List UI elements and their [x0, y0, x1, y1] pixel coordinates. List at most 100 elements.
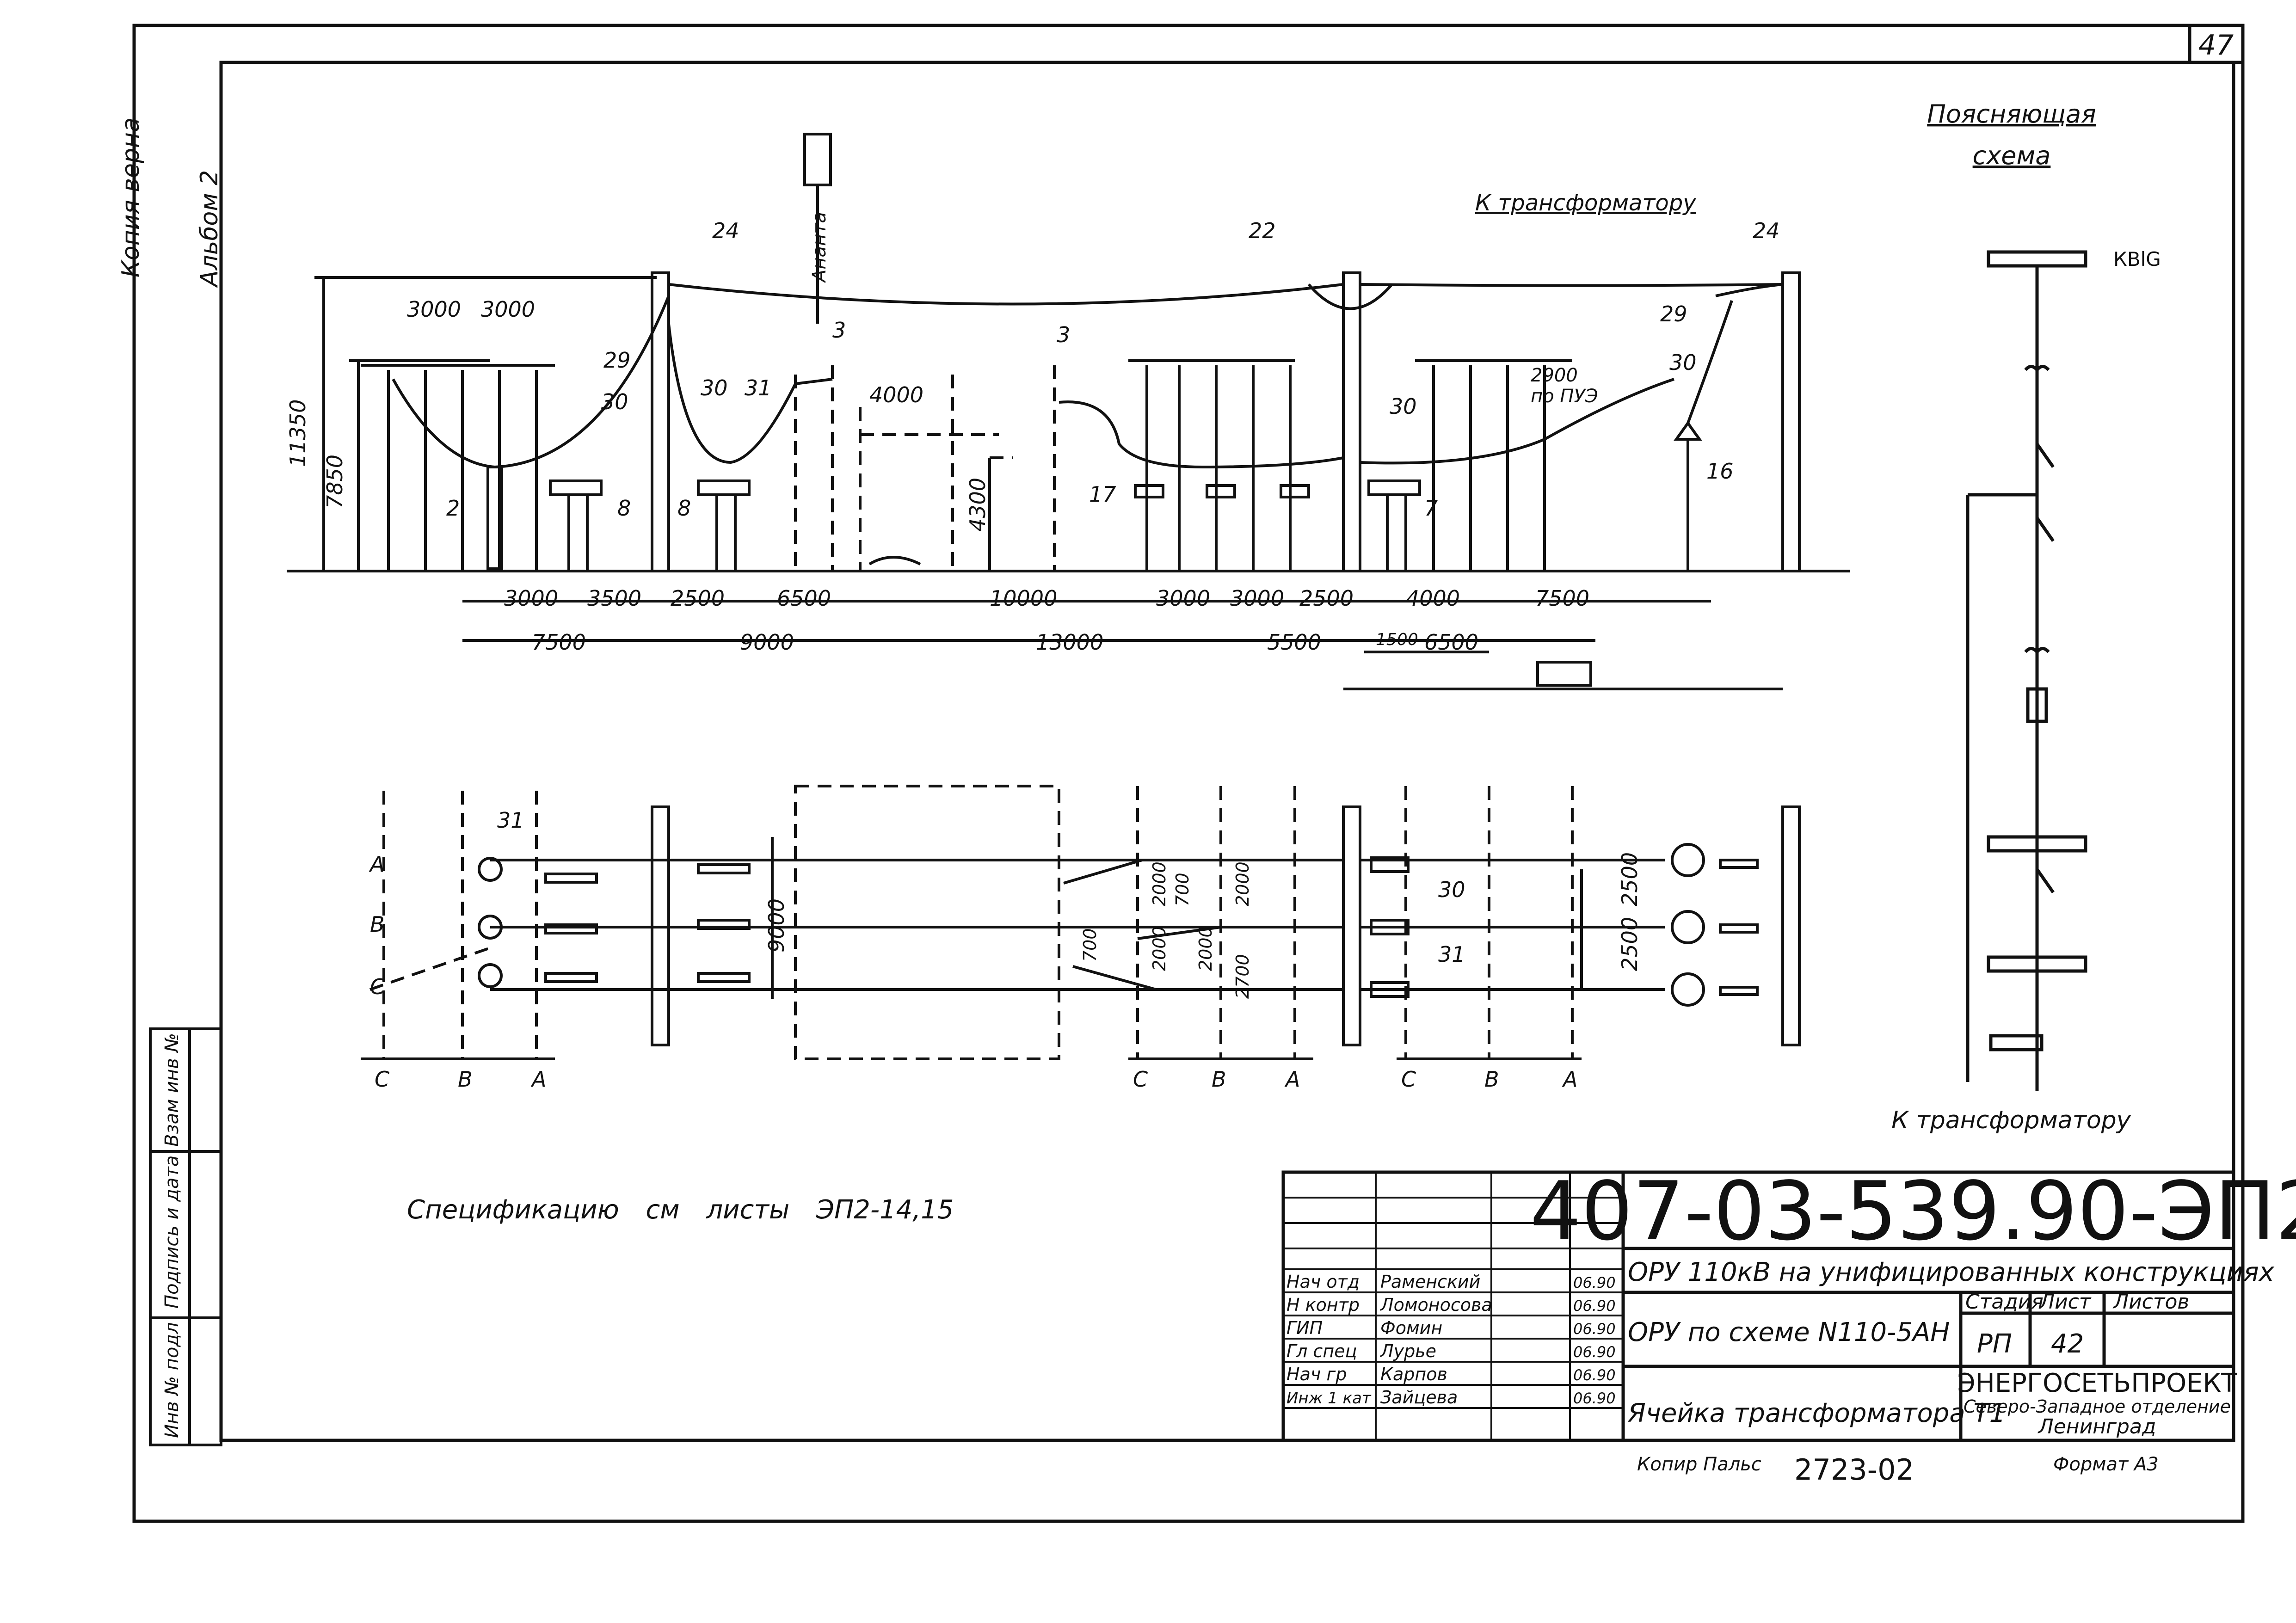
callout: 3 — [832, 318, 846, 343]
callout: 2 — [446, 496, 460, 521]
sig-role: Нач гр — [1286, 1364, 1347, 1384]
spec-note: Спецификацию см листы ЭП2-14,15 — [407, 1195, 954, 1225]
phase-label-a: А — [369, 852, 384, 877]
stamp-cell: Инв № подл — [161, 1322, 183, 1438]
org-city: Ленинград — [2037, 1415, 2156, 1439]
drawing-name: Ячейка трансформатора Т1 — [1627, 1398, 2006, 1428]
callout: 16 — [1706, 459, 1734, 484]
plan-bottom-label: В — [1484, 1067, 1499, 1092]
dim-row1: 10000 — [990, 586, 1057, 611]
title-block: 407-03-539.90-ЭП2 ОРУ 110кВ на унифициро… — [1281, 1165, 2296, 1442]
plan-dim: 2500 — [1617, 917, 1642, 971]
plan-dim: 2000 — [1149, 861, 1170, 906]
sig-role: Гл спец — [1286, 1341, 1357, 1361]
callout: 31 — [745, 375, 772, 400]
callout: 17 — [1089, 482, 1116, 507]
callout: 29 — [603, 348, 631, 373]
dim-row1: 7500 — [1535, 586, 1589, 611]
org-branch: Северо-Западное отделение — [1964, 1396, 2231, 1417]
dim-row1: 3000 — [1230, 586, 1284, 611]
inner-frame — [219, 61, 2235, 1442]
dim-row1: 2500 — [671, 586, 725, 611]
callout: 8 — [617, 496, 631, 521]
plan-dim: 2000 — [1195, 926, 1216, 971]
plan-bottom-label: В — [458, 1067, 473, 1092]
sig-date: 06.90 — [1573, 1320, 1616, 1338]
plan-dim: 2500 — [1617, 852, 1642, 906]
side-stamp: Взам инв № Подпись и дата Инв № подл — [149, 1027, 222, 1446]
span-dim: 3000 — [481, 297, 535, 322]
sig-role: Нач отд — [1286, 1272, 1360, 1292]
archive-number: 2723-02 — [1794, 1453, 1914, 1487]
sheet-number: 47 — [2198, 29, 2234, 61]
plan-view: А В С С В А С В А С В А 9000 2000 2000 2… — [361, 785, 1801, 1092]
format-note: Формат А3 — [2053, 1454, 2159, 1475]
height-11350: 11350 — [285, 400, 310, 467]
sheet-number-box — [2188, 24, 2245, 64]
note-pue: по ПУЭ — [1531, 386, 1598, 407]
callout: 3 — [1057, 322, 1070, 347]
sig-date: 06.90 — [1573, 1366, 1616, 1384]
dim-row2: 1500 — [1376, 630, 1418, 649]
sig-date: 06.90 — [1573, 1389, 1616, 1407]
explanatory-scheme: Поясняющая схема КВlG К трансформатору — [1891, 99, 2161, 1134]
plan-dim: 9000 — [764, 898, 789, 953]
sig-role: Н контр — [1286, 1295, 1360, 1315]
elevation-view: 11350 7850 4300 3000 3000 4000 3000 3500… — [285, 133, 1850, 690]
scheme-title-2: схема — [1973, 141, 2051, 170]
kvlg-label: КВlG — [2113, 248, 2161, 270]
callout: 29 — [1660, 301, 1687, 326]
span-dim: 3000 — [407, 297, 461, 322]
height-4300: 4300 — [965, 478, 990, 532]
album-note: Альбом 2 — [196, 170, 223, 288]
copy-note: Копия верна — [117, 117, 145, 277]
plan-bottom-label: С — [1401, 1067, 1416, 1092]
copier-note: Копир Пальс — [1637, 1454, 1761, 1475]
plan-bottom-label: А — [1562, 1067, 1577, 1092]
sig-name: Карпов — [1380, 1364, 1447, 1384]
dim-row1: 4000 — [1406, 586, 1460, 611]
callout: 22 — [1249, 218, 1276, 243]
outer-frame — [132, 24, 2245, 1523]
dim-row2: 6500 — [1424, 630, 1478, 655]
plan-dim: 2000 — [1149, 926, 1170, 971]
stamp-cell: Подпись и дата — [161, 1156, 183, 1309]
sig-name: Раменский — [1380, 1272, 1480, 1292]
sig-role: ГИП — [1286, 1318, 1323, 1338]
plan-dim: 2000 — [1232, 861, 1253, 906]
callout: 8 — [677, 496, 691, 521]
height-7850: 7850 — [322, 455, 347, 509]
sig-date: 06.90 — [1573, 1274, 1616, 1291]
stage-value: РП — [1977, 1329, 2012, 1359]
sig-name: Лурье — [1379, 1341, 1436, 1361]
dim-row2: 7500 — [532, 630, 586, 655]
dim-row1: 3500 — [587, 586, 641, 611]
sig-role: Инж 1 кат — [1286, 1389, 1372, 1408]
span-dim: 4000 — [869, 382, 923, 407]
sig-date: 06.90 — [1573, 1297, 1616, 1315]
dim-row1: 3000 — [504, 586, 558, 611]
scheme-title-1: Поясняющая — [1927, 99, 2096, 129]
callout: 30 — [1669, 350, 1697, 375]
phase-label-b: В — [370, 912, 385, 937]
org-name: ЭНЕРГОСЕТЬПРОЕКТ — [1957, 1368, 2237, 1398]
note-2900: 2900 — [1531, 365, 1578, 386]
stamp-cell: Взам инв № — [161, 1033, 183, 1147]
designation: 407-03-539.90-ЭП2 — [1530, 1165, 2296, 1259]
callout: 24 — [1753, 218, 1780, 243]
dim-row1: 6500 — [777, 586, 831, 611]
project-subtitle: ОРУ по схеме N110-5АН — [1628, 1317, 1950, 1347]
dim-row2: 5500 — [1267, 630, 1321, 655]
plan-bottom-label: А — [530, 1067, 546, 1092]
sheet-header: Лист — [2038, 1290, 2092, 1314]
plan-dim: 700 — [1080, 928, 1100, 962]
plan-dim: 700 — [1172, 873, 1193, 906]
sig-date: 06.90 — [1573, 1343, 1616, 1361]
dim-row2: 13000 — [1036, 630, 1103, 655]
sig-name: Фомин — [1380, 1318, 1442, 1338]
to-transformer-top: К трансформатору — [1475, 190, 1696, 216]
callout: 30 — [1390, 394, 1417, 419]
project-title: ОРУ 110кВ на унифицированных конструкция… — [1628, 1257, 2275, 1287]
plan-bottom-label: С — [1133, 1067, 1148, 1092]
